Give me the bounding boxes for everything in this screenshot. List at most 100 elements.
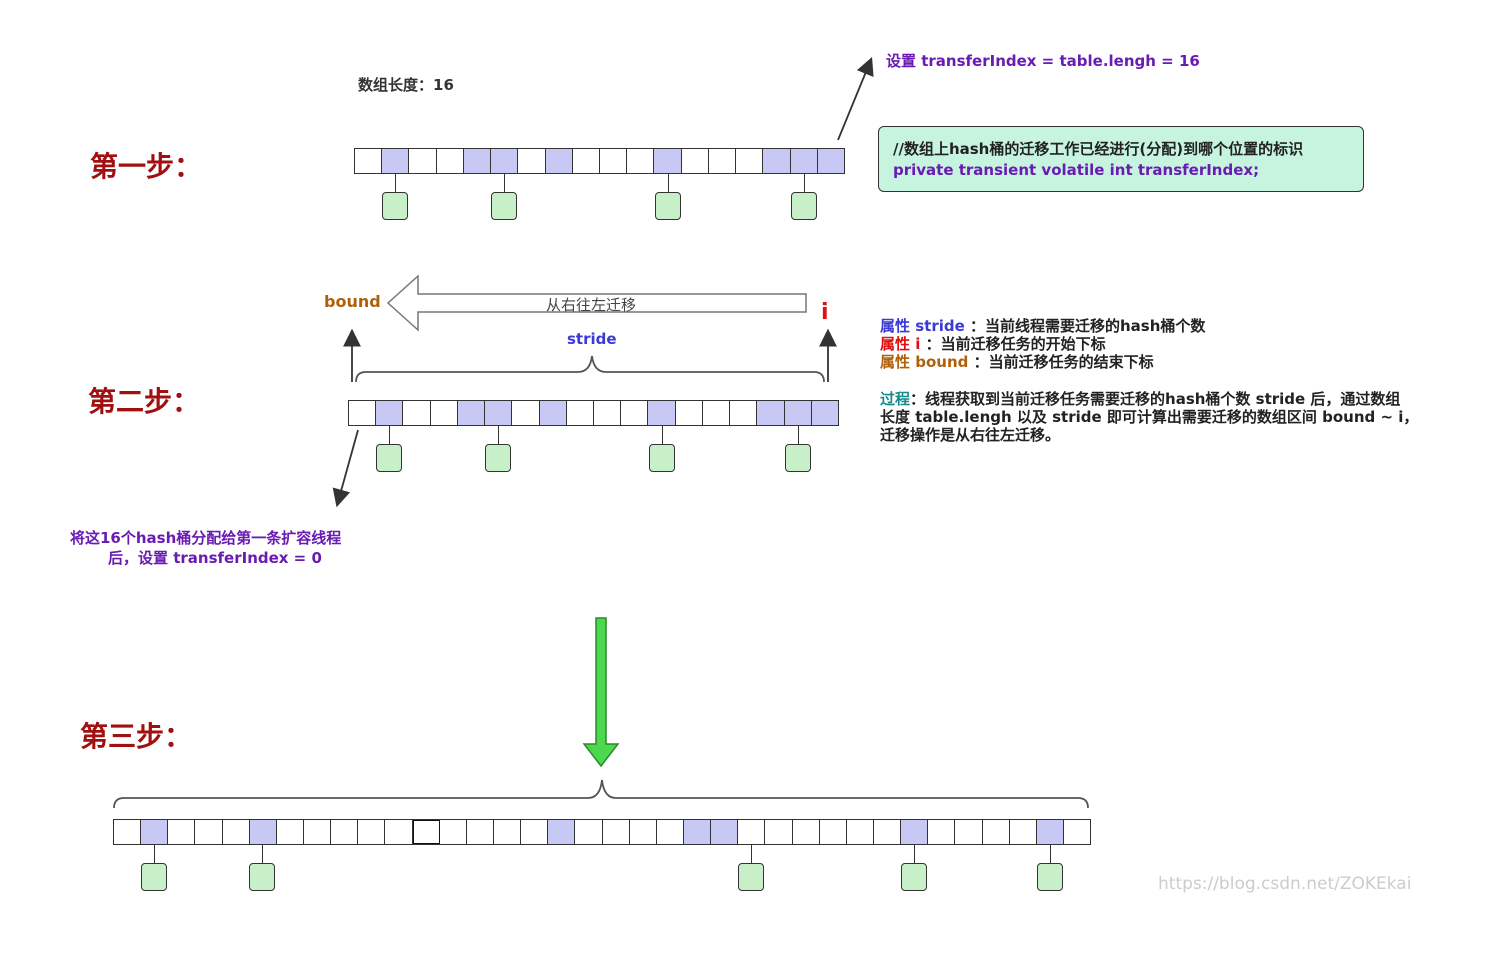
hash-bucket	[955, 820, 983, 844]
bucket-link	[262, 845, 264, 863]
attr-bound-value: ：当前迁移任务的结束下标	[973, 353, 1154, 371]
hash-bucket	[141, 820, 169, 844]
step3-array-wrap	[113, 819, 1091, 845]
hash-bucket	[790, 149, 818, 173]
hash-bucket	[683, 820, 712, 844]
bucket-link	[504, 174, 506, 192]
move-direction-arrow	[386, 274, 807, 332]
hash-bucket	[355, 149, 383, 173]
hash-bucket	[493, 820, 522, 844]
step2-array-wrap	[348, 400, 839, 426]
hash-bucket	[711, 820, 739, 844]
attr-stride-value: ：当前线程需要迁移的hash桶个数	[970, 317, 1206, 335]
hash-bucket	[602, 820, 630, 844]
hash-bucket	[412, 820, 440, 844]
hash-bucket	[811, 401, 838, 425]
process-text-1: ：线程获取到当前迁移任务需要迁移的hash桶个数 stride 后，通过数组	[910, 390, 1401, 408]
assign-arrow	[332, 429, 359, 508]
set-transfer-index-label: 设置 transferIndex = table.lengh = 16	[886, 52, 1200, 70]
list-node	[140, 863, 167, 891]
process-line-3: 迁移操作是从右往左迁移。	[880, 426, 1061, 444]
hash-bucket	[249, 820, 277, 844]
hash-bucket	[349, 401, 377, 425]
hash-bucket	[757, 401, 785, 425]
bucket-link	[804, 174, 806, 192]
attr-stride-key: 属性 stride	[880, 317, 970, 335]
hash-bucket	[819, 820, 847, 844]
hash-bucket	[439, 820, 467, 844]
hash-bucket	[681, 149, 709, 173]
bucket-link	[498, 426, 500, 444]
bucket-link	[394, 174, 396, 192]
hash-bucket	[675, 401, 703, 425]
hash-bucket	[575, 820, 603, 844]
step1-pointer-arrow	[837, 57, 874, 141]
hash-bucket	[566, 401, 594, 425]
hash-bucket	[436, 149, 464, 173]
hash-bucket	[763, 149, 791, 173]
hash-bucket	[539, 401, 567, 425]
attr-bound-line: 属性 bound ：当前迁移任务的结束下标	[880, 353, 1154, 371]
big-green-arrow	[582, 617, 620, 768]
bound-label: bound	[324, 292, 381, 311]
hash-bucket	[593, 401, 622, 425]
hash-bucket	[512, 401, 540, 425]
hash-bucket	[873, 820, 902, 844]
hash-bucket	[358, 820, 386, 844]
transfer-index-code-box: //数组上hash桶的迁移工作已经进行(分配)到哪个位置的标识 private …	[878, 126, 1364, 192]
hash-bucket	[331, 820, 359, 844]
bucket-link	[914, 845, 916, 863]
hash-bucket	[901, 820, 929, 844]
stride-label: stride	[567, 330, 617, 348]
hash-bucket	[430, 401, 458, 425]
list-node	[738, 863, 765, 891]
hash-bucket	[621, 401, 649, 425]
hash-bucket	[276, 820, 304, 844]
hash-bucket	[1036, 820, 1064, 844]
step3-array	[113, 819, 1091, 845]
bucket-link	[667, 174, 669, 192]
attr-i-value: ：当前迁移任务的开始下标	[925, 335, 1106, 353]
bucket-link	[388, 426, 390, 444]
hash-bucket	[463, 149, 492, 173]
hash-bucket	[168, 820, 196, 844]
move-direction-label: 从右往左迁移	[546, 296, 637, 314]
hash-bucket	[572, 149, 600, 173]
bucket-link	[153, 845, 155, 863]
hash-bucket	[222, 820, 250, 844]
list-node	[491, 192, 518, 220]
hash-bucket	[491, 149, 519, 173]
hash-bucket	[545, 149, 573, 173]
hash-bucket	[521, 820, 549, 844]
hash-bucket	[708, 149, 737, 173]
hash-bucket	[846, 820, 874, 844]
hash-bucket	[376, 401, 404, 425]
hash-bucket	[1009, 820, 1037, 844]
list-node	[381, 192, 408, 220]
hash-bucket	[457, 401, 486, 425]
list-node	[249, 863, 276, 891]
hash-bucket	[765, 820, 793, 844]
hash-bucket	[702, 401, 731, 425]
code-declaration: private transient volatile int transferI…	[893, 161, 1260, 179]
step3-brace	[113, 779, 1089, 809]
hash-bucket	[303, 820, 332, 844]
hash-bucket	[656, 820, 684, 844]
step1-array-wrap	[354, 148, 845, 174]
list-node	[485, 444, 512, 472]
i-label: i	[821, 300, 829, 325]
hash-bucket	[736, 149, 764, 173]
hash-bucket	[518, 149, 546, 173]
hash-bucket	[629, 820, 657, 844]
array-length-label: 数组长度：16	[358, 76, 454, 94]
hash-bucket	[403, 401, 431, 425]
bucket-link	[1050, 845, 1052, 863]
assign-line-1: 将这16个hash桶分配给第一条扩容线程	[70, 529, 342, 547]
bucket-link	[798, 426, 800, 444]
hash-bucket	[466, 820, 494, 844]
step3-title: 第三步：	[80, 720, 193, 753]
hash-bucket	[114, 820, 142, 844]
hash-bucket	[792, 820, 820, 844]
hash-bucket	[730, 401, 758, 425]
